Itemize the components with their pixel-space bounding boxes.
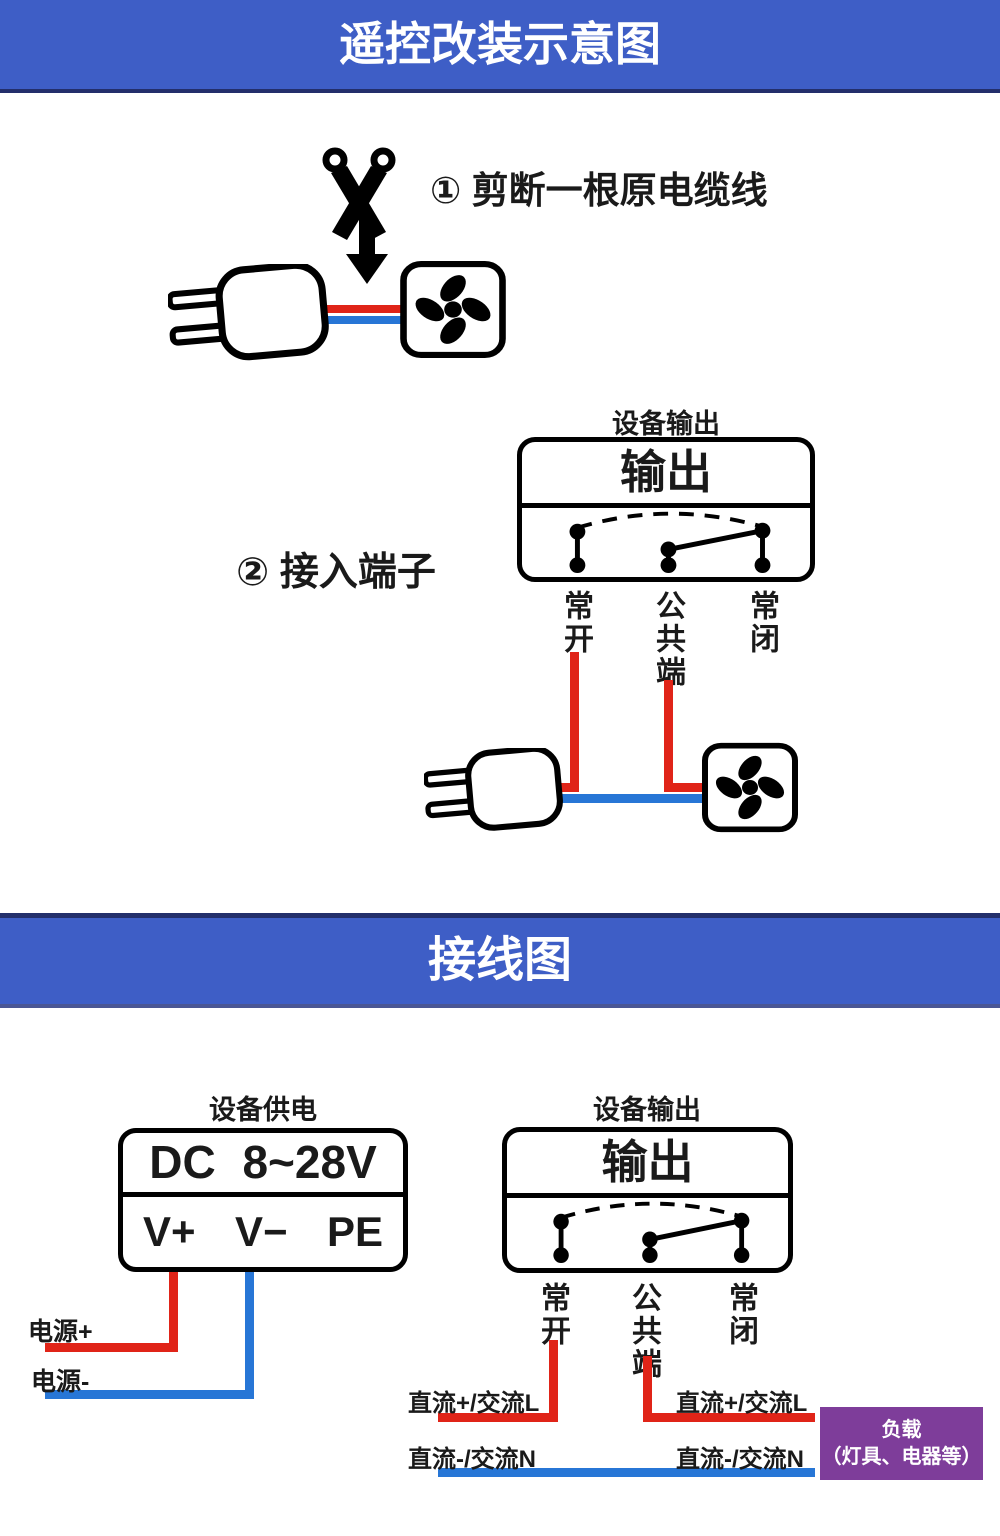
relay-contacts-icon <box>522 508 810 577</box>
wire-red-no-to-plug <box>551 783 579 792</box>
wire-red-no-vertical <box>570 652 579 792</box>
wire-red-com-to-fan <box>664 783 704 792</box>
wire-blue-plug-to-fan-2 <box>551 794 704 803</box>
fan-icon <box>398 259 508 360</box>
load-box: 负载 （灯具、电器等） <box>820 1407 983 1480</box>
terminal-no-label-1: 常开 <box>559 590 592 656</box>
device-output-caption-2: 设备输出 <box>593 1095 701 1125</box>
dc-minus-label-right: 直流-/交流N <box>676 1446 804 1473</box>
wire-red-plug-to-fan <box>323 305 403 313</box>
device-output-caption-1: 设备输出 <box>612 409 720 439</box>
section2-title: 接线图 <box>427 934 572 987</box>
load-box-line2: （灯具、电器等） <box>821 1446 982 1468</box>
wire-red-vplus-horizontal <box>45 1343 178 1352</box>
terminal-vplus: V+ <box>143 1208 196 1255</box>
power-plug-icon <box>168 264 330 362</box>
step2-label: ② 接入端子 <box>236 551 436 594</box>
section1-header-banner: 遥控改装示意图 <box>0 0 1000 93</box>
load-box-line1: 负载 <box>881 1419 922 1441</box>
section2-header-banner: 接线图 <box>0 913 1000 1008</box>
power-plus-label: 电源+ <box>28 1318 93 1346</box>
power-box-title: DC 8~28V <box>123 1133 403 1197</box>
output-box-2: 输出 <box>502 1127 793 1273</box>
terminal-pe: PE <box>326 1208 383 1255</box>
wire-red-vplus-vertical <box>169 1272 178 1352</box>
terminal-no-label-2: 常开 <box>536 1282 569 1348</box>
wire-red-com-vertical-2 <box>643 1356 652 1422</box>
power-minus-label: 电源- <box>31 1368 90 1396</box>
output-box-1-title: 输出 <box>522 442 810 508</box>
dc-minus-label-left: 直流-/交流N <box>408 1446 536 1473</box>
wire-red-com-to-load <box>643 1413 815 1422</box>
wire-red-no-horizontal-2 <box>438 1413 558 1422</box>
wire-blue-plug-to-fan <box>323 316 403 324</box>
power-plug-icon-2 <box>424 748 564 832</box>
relay-contacts-icon-2 <box>507 1198 788 1267</box>
step1-label: ① 剪断一根原电缆线 <box>430 170 768 211</box>
terminal-vminus: V− <box>234 1208 288 1255</box>
arrow-down-icon <box>346 216 388 286</box>
terminal-nc-label-2: 常闭 <box>724 1282 757 1348</box>
device-power-caption: 设备供电 <box>209 1095 317 1125</box>
power-box: DC 8~28V V+ V− PE <box>118 1128 408 1272</box>
wire-blue-vminus-horizontal <box>45 1390 254 1399</box>
power-box-terminals: V+ V− PE <box>123 1197 403 1267</box>
dc-plus-label-right: 直流+/交流L <box>676 1390 808 1417</box>
section1-title: 遥控改装示意图 <box>339 18 661 70</box>
wire-red-no-vertical-2 <box>549 1340 558 1422</box>
wire-blue-vminus-vertical <box>245 1272 254 1399</box>
output-box-2-title: 输出 <box>507 1132 788 1198</box>
terminal-nc-label-1: 常闭 <box>745 590 778 656</box>
wire-red-com-vertical <box>664 680 673 792</box>
output-box-1: 输出 <box>517 437 815 582</box>
fan-icon-2 <box>700 741 800 834</box>
terminal-com-label-1: 公共端 <box>651 590 684 689</box>
wire-blue-neutral <box>438 1468 815 1477</box>
dc-plus-label-left: 直流+/交流L <box>408 1390 540 1417</box>
